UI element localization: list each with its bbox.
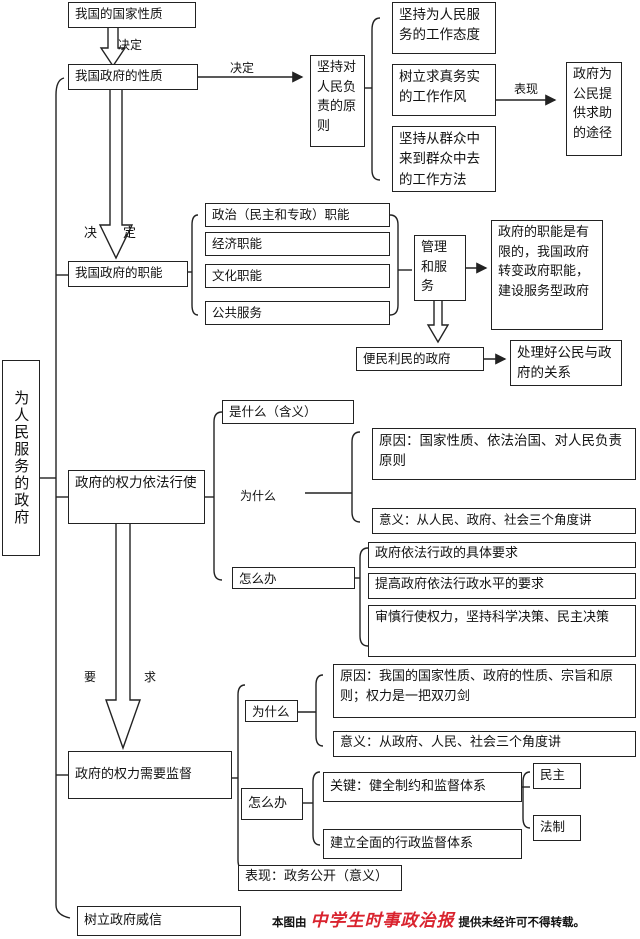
how-item-1: 政府依法行政的具体要求: [368, 542, 636, 568]
how-item-label-2: 提高政府依法行政水平的要求: [375, 577, 545, 592]
footer-prefix: 本图由: [272, 915, 307, 929]
what-label: 是什么（含义）: [229, 404, 317, 419]
function-item-2: 经济职能: [205, 232, 390, 256]
sup-reason-label: 原因：我国的国家性质、政府的性质、宗旨和原则；权力是一把双刃剑: [340, 669, 614, 704]
function-label-1: 政治（民主和专政）职能: [212, 207, 350, 222]
law-how-box: 怎么办: [232, 567, 355, 589]
attitude-box-2: 树立求真务实的工作作风: [392, 64, 496, 116]
gov-nature-box: 我国政府的性质: [68, 64, 198, 90]
convenient-label: 便民利民的政府: [363, 351, 451, 366]
system-label: 建立全面的行政监督体系: [330, 835, 474, 851]
sup-meaning-label: 意义：从政府、人民、社会三个角度讲: [340, 735, 562, 750]
attitude-label-1: 坚持为人民服务的工作态度: [399, 7, 480, 44]
attitude-box-1: 坚持为人民服务的工作态度: [392, 2, 496, 54]
country-nature-label: 我国的国家性质: [75, 6, 163, 21]
legal-label: 法制: [540, 819, 566, 834]
law-reason-box: 原因：国家性质、依法治国、对人民负责原则: [372, 428, 636, 480]
democracy-label: 民主: [540, 767, 566, 782]
prestige-label: 树立政府威信: [84, 912, 163, 928]
gov-nature-label: 我国政府的性质: [75, 68, 163, 83]
sup-meaning-box: 意义：从政府、人民、社会三个角度讲: [333, 731, 636, 757]
democracy-box: 民主: [533, 763, 581, 789]
help-label: 政府为公民提供求助的途径: [573, 67, 613, 141]
how-item-label-1: 政府依法行政的具体要求: [375, 546, 519, 561]
how-item-3: 审慎行使权力，坚持科学决策、民主决策: [368, 605, 636, 657]
law-meaning-label: 意义：从人民、政府、社会三个角度讲: [379, 512, 592, 527]
decides-label-1: 决定: [118, 38, 143, 52]
sup-why-label: 为什么: [252, 704, 290, 719]
function-item-1: 政治（民主和专政）职能: [205, 203, 390, 227]
law-meaning-box: 意义：从人民、政府、社会三个角度讲: [372, 508, 636, 534]
system-box: 建立全面的行政监督体系: [323, 829, 522, 859]
key-label: 关键：健全制约和监督体系: [330, 778, 487, 794]
root-box: 为人民服务的政府: [2, 360, 40, 556]
function-label-4: 公共服务: [212, 305, 263, 320]
requires-label: 要 求: [84, 670, 157, 684]
law-label: 政府的权力依法行使: [75, 475, 197, 491]
sup-how-label: 怎么办: [248, 795, 288, 811]
sup-reason-box: 原因：我国的国家性质、政府的性质、宗旨和原则；权力是一把双刃剑: [333, 664, 636, 718]
function-item-4: 公共服务: [205, 301, 390, 325]
help-box: 政府为公民提供求助的途径: [566, 62, 622, 156]
supervision-box: 政府的权力需要监督: [68, 751, 232, 799]
sup-show-box: 表现：政务公开（意义）: [238, 865, 402, 891]
footer-credit: 本图由 中学生时事政治报 提供未经许可不得转载。: [272, 906, 585, 931]
function-item-3: 文化职能: [205, 264, 390, 288]
decides-label-2: 决定: [230, 61, 255, 75]
function-label-3: 文化职能: [212, 268, 263, 283]
law-why-label: 为什么: [240, 489, 277, 503]
sup-how-box: 怎么办: [241, 788, 303, 820]
law-box: 政府的权力依法行使: [68, 470, 205, 524]
limited-box: 政府的职能是有限的，我国政府转变政府职能，建设服务型政府: [491, 220, 603, 330]
relation-label: 处理好公民与政府的关系: [517, 345, 612, 382]
legal-box: 法制: [533, 815, 581, 841]
how-item-2: 提高政府依法行政水平的要求: [368, 573, 636, 599]
newspaper-logo: 中学生时事政治报: [310, 911, 455, 931]
relation-box: 处理好公民与政府的关系: [510, 340, 622, 386]
functions-box: 我国政府的职能: [68, 261, 188, 287]
sup-why-box: 为什么: [245, 700, 298, 722]
shows-label: 表现: [514, 82, 539, 96]
key-box: 关键：健全制约和监督体系: [323, 772, 522, 802]
law-reason-label: 原因：国家性质、依法治国、对人民负责原则: [379, 433, 622, 470]
supervision-label: 政府的权力需要监督: [75, 766, 193, 782]
attitude-box-3: 坚持从群众中来到群众中去的工作方法: [392, 126, 496, 192]
principle-label: 坚持对人民负责的原则: [317, 60, 357, 134]
footer-suffix: 提供未经许可不得转载。: [458, 915, 586, 929]
manage-box: 管理和服务: [414, 235, 466, 301]
what-box: 是什么（含义）: [222, 400, 354, 424]
law-how-label: 怎么办: [239, 571, 277, 586]
attitude-label-3: 坚持从群众中来到群众中去的工作方法: [399, 131, 480, 188]
sup-show-label: 表现：政务公开（意义）: [245, 869, 389, 884]
country-nature-box: 我国的国家性质: [68, 2, 196, 28]
manage-label: 管理和服务: [421, 240, 448, 294]
principle-box: 坚持对人民负责的原则: [310, 55, 365, 147]
prestige-box: 树立政府威信: [77, 906, 241, 936]
function-label-2: 经济职能: [212, 236, 263, 251]
how-item-label-3: 审慎行使权力，坚持科学决策、民主决策: [375, 610, 610, 625]
decides-label-3: 决 定: [84, 226, 137, 241]
functions-label: 我国政府的职能: [75, 265, 163, 280]
root-label: 为人民服务的政府: [12, 390, 31, 526]
attitude-label-2: 树立求真务实的工作作风: [399, 69, 480, 106]
limited-label: 政府的职能是有限的，我国政府转变政府职能，建设服务型政府: [498, 225, 590, 299]
convenient-box: 便民利民的政府: [356, 347, 484, 371]
